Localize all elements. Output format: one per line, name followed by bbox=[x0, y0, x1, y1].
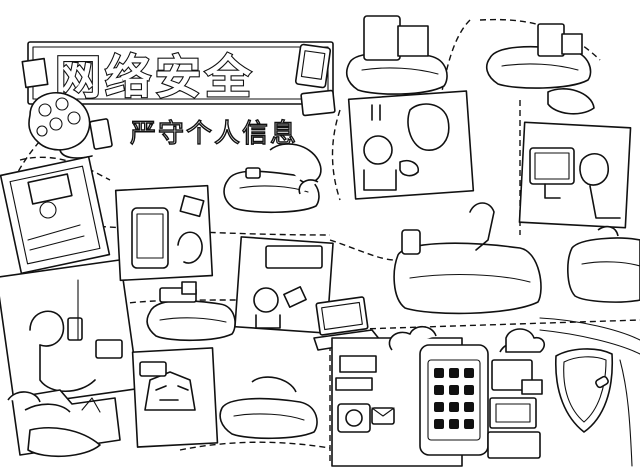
page-title: 网络安全 bbox=[55, 50, 255, 104]
wave-lines-decoration bbox=[539, 317, 640, 467]
panel-worried-girl bbox=[234, 236, 334, 334]
panel-girl-reading-phone bbox=[0, 259, 140, 407]
title-banner: 网络安全 bbox=[21, 41, 336, 117]
scroll-banner-top-center bbox=[345, 15, 448, 95]
panel-masked-villain bbox=[131, 347, 219, 448]
cloud-doodles bbox=[7, 179, 619, 403]
scroll-banner-upper-middle bbox=[223, 143, 322, 214]
scroll-banner-right-edge bbox=[567, 237, 640, 303]
panel-computer-boy bbox=[0, 155, 111, 275]
shield-icon bbox=[555, 348, 614, 433]
subtitle: 严守个人信息 bbox=[129, 118, 298, 149]
mascot-girl-with-phone bbox=[28, 91, 113, 159]
page-subtitle: 严守个人信息 bbox=[130, 119, 298, 149]
security-devices-group bbox=[487, 342, 543, 459]
panel-kid-with-phone bbox=[114, 184, 214, 282]
scroll-banner-middle-left bbox=[146, 281, 236, 342]
scroll-banner-right-large bbox=[393, 202, 542, 315]
panel-folder-cat bbox=[11, 389, 121, 458]
scroll-banner-top-right bbox=[485, 23, 595, 115]
scroll-banner-bottom-middle bbox=[219, 376, 318, 440]
panel-monitor-boy bbox=[518, 121, 632, 229]
panel-hacker-phone-call bbox=[347, 90, 475, 200]
smartphone-keypad bbox=[419, 344, 489, 456]
